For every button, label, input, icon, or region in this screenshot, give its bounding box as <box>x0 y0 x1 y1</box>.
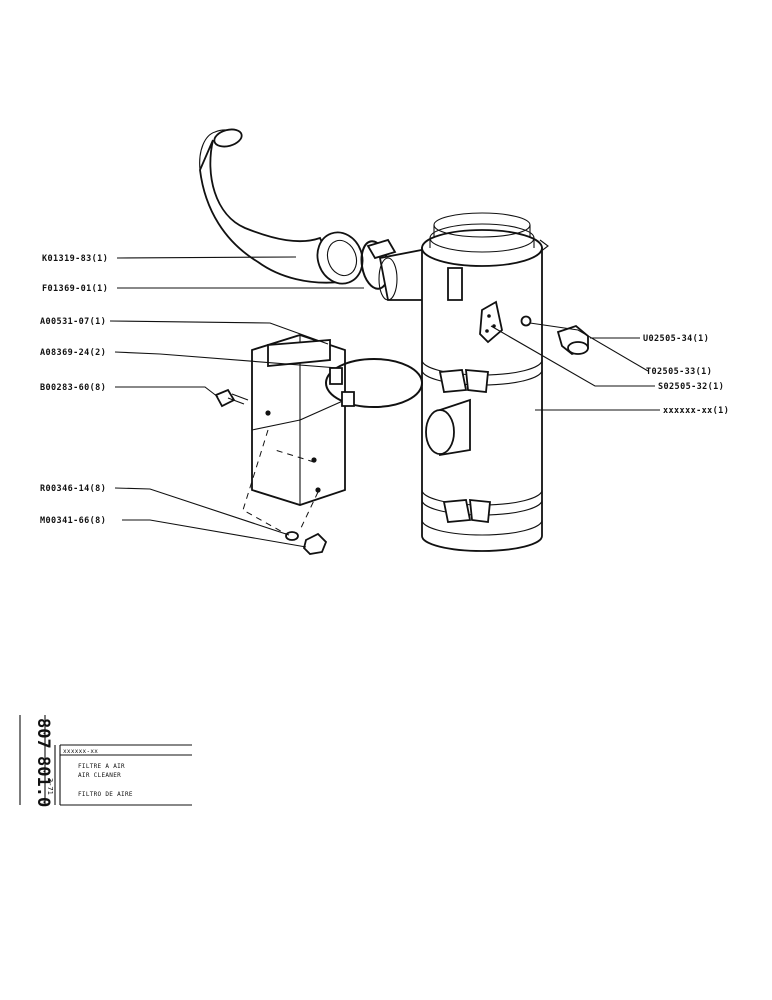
title-block-ref: xxxxxx-xx <box>63 748 98 755</box>
drawing-code-bottom: 801.0 <box>33 756 53 807</box>
title-es: FILTRO DE AIRE <box>78 791 133 798</box>
callout-band: A08369-24(2) <box>40 348 106 358</box>
title-fr: FILTRE A AIR <box>78 763 125 770</box>
callout-bolt: B00283-60(8) <box>40 383 106 393</box>
band-clamp <box>325 358 423 408</box>
assembly-lines <box>242 429 319 535</box>
callout-labels: K01319-83(1) F01369-01(1) A00531-07(1) A… <box>40 254 729 526</box>
callout-filter: xxxxxx-xx(1) <box>663 406 729 416</box>
callout-plug: T02505-33(1) <box>646 367 712 377</box>
air-filter-housing <box>421 212 549 552</box>
mounting-bracket <box>251 334 346 506</box>
callout-hose: K01319-83(1) <box>42 254 108 264</box>
leader-lines <box>109 256 660 548</box>
title-en: AIR CLEANER <box>78 772 121 779</box>
callout-clamp-hose: F01369-01(1) <box>42 284 108 294</box>
drawing-code-top: 807 <box>33 718 53 749</box>
restriction-indicator <box>556 324 589 356</box>
callout-indicator: U02505-34(1) <box>643 334 709 344</box>
callout-plate: S02505-32(1) <box>658 382 724 392</box>
callout-bracket: A00531-07(1) <box>40 317 106 327</box>
intake-hose <box>199 128 364 285</box>
callout-nut: M00341-66(8) <box>40 516 106 526</box>
issue-date: 3-71 <box>46 778 54 795</box>
bolt <box>214 388 249 408</box>
callout-washer: R00346-14(8) <box>40 484 106 494</box>
title-block: 807 801.0 3-71 xxxxxx-xx FILTRE A AIR AI… <box>19 715 192 807</box>
washer <box>285 531 299 541</box>
nut <box>303 532 328 555</box>
